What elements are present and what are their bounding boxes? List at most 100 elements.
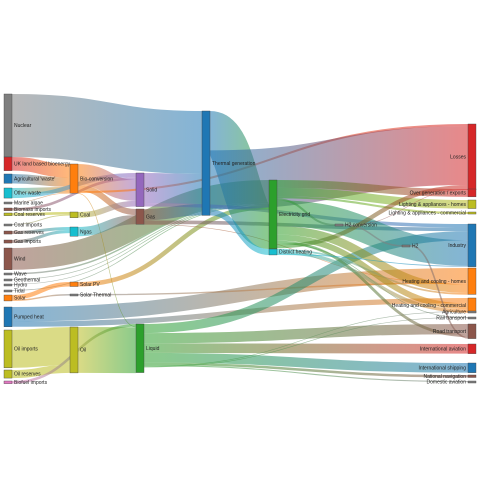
- link-coal-to-solid[interactable]: [77, 200, 137, 218]
- node-oil[interactable]: [69, 326, 79, 374]
- node-agri-waste[interactable]: [3, 173, 13, 184]
- link-electricity-grid-to-road-transport[interactable]: [276, 240, 469, 338]
- node-solid[interactable]: [135, 172, 145, 207]
- link-uk-biomass-to-bio-conversion[interactable]: [11, 156, 71, 178]
- link-gas-to-thermal-generation[interactable]: [143, 204, 203, 221]
- link-marine-algae-to-bio-conversion[interactable]: [11, 192, 71, 203]
- node-heating-homes[interactable]: [467, 267, 477, 295]
- node-pumped-heat[interactable]: [3, 306, 13, 327]
- link-electricity-grid-to-industry[interactable]: [276, 200, 469, 266]
- node-gas-imports[interactable]: [3, 239, 13, 244]
- link-solar-to-solar-thermal[interactable]: [11, 293, 71, 301]
- node-industry[interactable]: [467, 223, 477, 267]
- node-label-ngas: Ngas: [80, 229, 92, 235]
- node-thermal-generation[interactable]: [201, 110, 211, 216]
- link-thermal-generation-to-losses[interactable]: [209, 126, 469, 210]
- link-nuclear-to-thermal-generation[interactable]: [11, 93, 203, 174]
- link-bio-conversion-to-gas[interactable]: [77, 185, 137, 216]
- node-label-heating-commercial: Heating and cooling - commercial: [392, 303, 466, 309]
- link-coal-reserves-to-coal[interactable]: [11, 212, 71, 216]
- node-electricity-grid[interactable]: [268, 179, 278, 249]
- link-electricity-grid-to-lighting-homes[interactable]: [276, 187, 469, 209]
- node-label-solar-pv: Solar PV: [80, 282, 100, 288]
- link-liquid-to-intl-aviation[interactable]: [143, 343, 469, 354]
- link-h2-to-road-transport[interactable]: [409, 245, 469, 339]
- link-district-heating-to-heating-homes[interactable]: [276, 249, 469, 295]
- link-thermal-generation-to-district-heating[interactable]: [209, 209, 270, 255]
- link-bio-conversion-to-liquid[interactable]: [77, 193, 137, 328]
- link-h2-conversion-to-losses[interactable]: [342, 189, 469, 227]
- node-coal-imports[interactable]: [3, 223, 13, 227]
- link-solar-to-solar-pv[interactable]: [11, 281, 71, 300]
- link-ngas-to-gas[interactable]: [77, 215, 137, 237]
- node-over-generation[interactable]: [467, 188, 477, 198]
- node-intl-aviation[interactable]: [467, 343, 477, 354]
- link-liquid-to-road-transport[interactable]: [143, 324, 469, 344]
- node-intl-shipping[interactable]: [467, 362, 477, 373]
- node-bio-conversion[interactable]: [69, 163, 79, 194]
- node-marine-algae[interactable]: [3, 201, 13, 205]
- node-oil-imports[interactable]: [3, 329, 13, 369]
- node-rail-transport[interactable]: [467, 316, 477, 320]
- node-ngas[interactable]: [69, 226, 79, 237]
- link-gas-imports-to-ngas[interactable]: [11, 230, 71, 244]
- node-losses[interactable]: [467, 123, 477, 190]
- node-label-national-navigation: National navigation: [423, 374, 466, 380]
- node-solar-thermal[interactable]: [69, 293, 79, 297]
- node-lighting-homes[interactable]: [467, 199, 477, 209]
- link-electricity-grid-to-heating-homes[interactable]: [276, 226, 469, 294]
- node-tidal[interactable]: [3, 289, 13, 293]
- node-h2-conversion[interactable]: [334, 223, 344, 227]
- node-label-road-transport: Road transport: [433, 329, 467, 335]
- node-uk-biomass[interactable]: [3, 156, 13, 171]
- node-nuclear[interactable]: [3, 93, 13, 158]
- node-gas[interactable]: [135, 208, 145, 225]
- node-heating-commercial[interactable]: [467, 297, 477, 313]
- node-coal[interactable]: [69, 211, 79, 218]
- node-gas-reserves[interactable]: [3, 230, 13, 235]
- node-coal-reserves[interactable]: [3, 212, 13, 216]
- node-liquid[interactable]: [135, 323, 145, 373]
- link-liquid-to-domestic-aviation[interactable]: [143, 365, 469, 383]
- node-domestic-aviation[interactable]: [467, 380, 477, 384]
- node-other-waste[interactable]: [3, 187, 13, 199]
- node-label-agriculture: Agriculture: [442, 310, 466, 316]
- node-geothermal[interactable]: [3, 278, 13, 282]
- link-agri-waste-to-bio-conversion[interactable]: [11, 173, 71, 188]
- node-label-biofuel-imports: Biofuel imports: [14, 380, 48, 386]
- link-solid-to-thermal-generation[interactable]: [143, 173, 203, 205]
- link-district-heating-to-industry[interactable]: [276, 254, 469, 267]
- node-wind[interactable]: [3, 247, 13, 270]
- node-label-gas-imports: Gas imports: [14, 239, 41, 245]
- link-oil-imports-to-oil[interactable]: [11, 327, 71, 368]
- link-liquid-to-intl-shipping[interactable]: [143, 352, 469, 373]
- node-label-lighting-homes: Lighting & appliances - homes: [399, 202, 466, 208]
- node-biomass-imports[interactable]: [3, 207, 13, 211]
- node-h2[interactable]: [401, 244, 411, 248]
- node-label-oil: Oil: [80, 348, 86, 354]
- link-electricity-grid-to-losses[interactable]: [276, 185, 469, 249]
- link-oil-reserves-to-oil[interactable]: [11, 364, 71, 379]
- node-label-h2: H2: [412, 244, 419, 250]
- link-electricity-grid-to-over-generation[interactable]: [276, 180, 469, 197]
- node-biofuel-imports[interactable]: [3, 380, 13, 384]
- node-label-heating-homes: Heating and cooling - homes: [402, 279, 466, 285]
- node-lighting-commercial[interactable]: [467, 211, 477, 215]
- node-solar-pv[interactable]: [69, 281, 79, 287]
- link-electricity-grid-to-lighting-commercial[interactable]: [276, 196, 469, 215]
- node-oil-reserves[interactable]: [3, 369, 13, 379]
- node-label-coal-reserves: Coal reserves: [14, 212, 45, 218]
- node-national-navigation[interactable]: [467, 374, 477, 378]
- link-liquid-to-agriculture[interactable]: [143, 311, 469, 367]
- node-hydro[interactable]: [3, 283, 13, 287]
- link-gas-reserves-to-ngas[interactable]: [11, 227, 71, 235]
- link-coal-imports-to-coal[interactable]: [11, 214, 71, 225]
- node-label-solid: Solid: [146, 187, 157, 193]
- node-agriculture[interactable]: [467, 310, 477, 314]
- sankey-nodes: [3, 93, 477, 384]
- node-road-transport[interactable]: [467, 323, 477, 339]
- node-wave[interactable]: [3, 272, 13, 276]
- node-solar[interactable]: [3, 294, 13, 302]
- node-label-bio-conversion: Bio-conversion: [80, 176, 113, 182]
- node-district-heating[interactable]: [268, 248, 278, 256]
